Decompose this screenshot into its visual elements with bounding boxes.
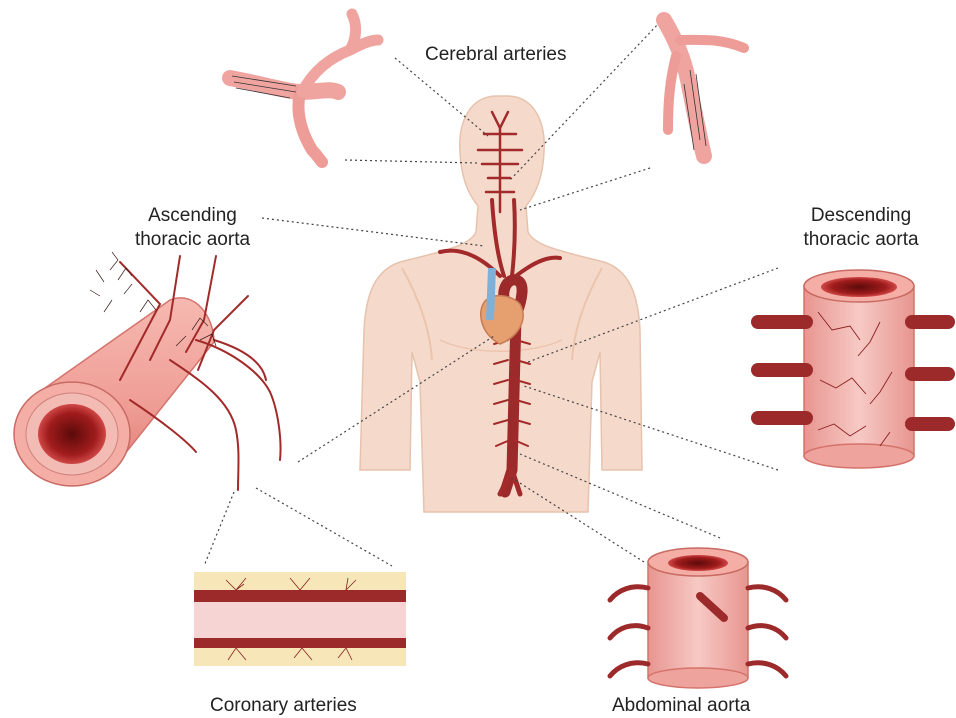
leader-cerebral-b xyxy=(345,160,478,163)
label-abdominal-aorta: Abdominal aorta xyxy=(612,694,750,718)
label-descending-thoracic-aorta: Descending thoracic aorta xyxy=(786,204,936,252)
cerebral-vessel-up xyxy=(302,14,378,92)
leader-coronary-c xyxy=(204,492,234,566)
label-ascending-line1: Ascending xyxy=(115,204,270,228)
descending-aorta-lumen xyxy=(821,277,897,297)
label-ascending-thoracic-aorta: Ascending thoracic aorta xyxy=(115,204,270,252)
label-coronary-arteries: Coronary arteries xyxy=(210,694,357,718)
descending-aorta-inset xyxy=(758,270,948,468)
descending-aorta-bottom xyxy=(804,444,914,468)
abdominal-aorta-lumen xyxy=(668,555,728,571)
coronary-lumen xyxy=(194,602,406,638)
abdominal-aorta-bottom xyxy=(648,668,748,688)
cerebral-vessel-branch xyxy=(299,92,323,162)
label-descending-line2: thoracic aorta xyxy=(786,228,936,252)
leader-coronary-b xyxy=(256,488,392,566)
leader-ascending xyxy=(262,218,484,246)
vena-cava xyxy=(490,268,492,320)
ascending-aorta-lumen xyxy=(38,404,106,464)
cerebral-artery-inset-right xyxy=(664,20,744,156)
abdominal-aorta-inset xyxy=(610,548,786,688)
abdominal-aorta-body xyxy=(648,562,748,678)
label-cerebral-arteries: Cerebral arteries xyxy=(425,43,567,67)
label-ascending-line2: thoracic aorta xyxy=(115,228,270,252)
coronary-wall-top xyxy=(194,590,406,602)
label-descending-line1: Descending xyxy=(786,204,936,228)
coronary-artery-inset xyxy=(194,572,406,666)
ascending-aorta-inset xyxy=(14,252,281,490)
cerebral-artery-inset-left xyxy=(230,14,378,162)
cerebral-vessel-right-branch xyxy=(668,40,744,130)
